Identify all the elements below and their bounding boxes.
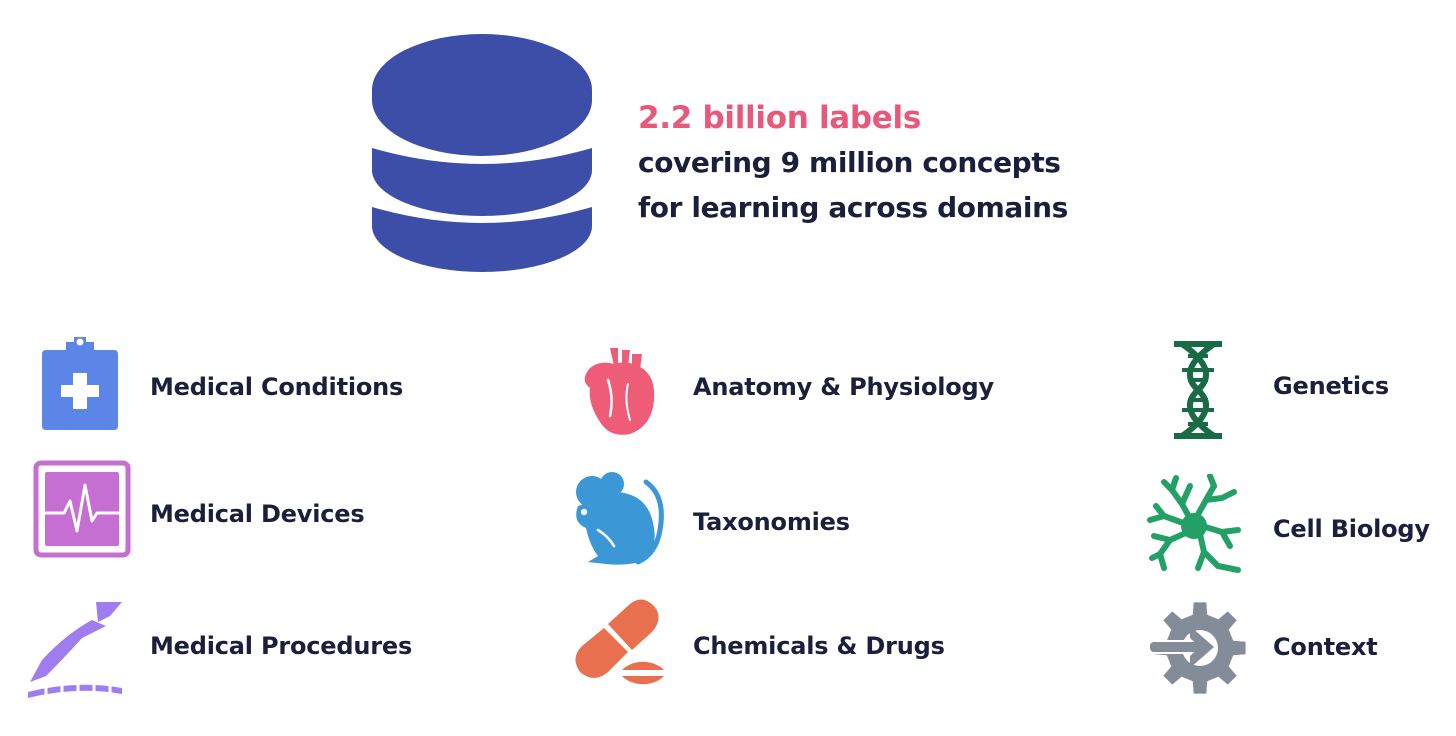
headline: 2.2 billion labels covering 9 million co… [638, 96, 1098, 230]
clipboard-medical-icon [42, 337, 118, 430]
domain-label: Chemicals & Drugs [693, 632, 945, 660]
database-icon [372, 34, 592, 272]
domain-label: Anatomy & Physiology [693, 373, 994, 401]
gear-arrow-icon [1148, 602, 1246, 694]
mouse-icon [576, 472, 664, 565]
domain-label: Medical Devices [150, 500, 365, 528]
scalpel-incision-icon [28, 602, 122, 698]
headline-accent: 2.2 billion labels [638, 100, 922, 136]
dna-icon [1174, 341, 1222, 439]
domain-label: Context [1273, 633, 1378, 661]
domain-label: Taxonomies [693, 508, 850, 536]
anatomical-heart-icon [584, 348, 655, 435]
domain-label: Genetics [1273, 372, 1389, 400]
headline-line-3: for learning across domains [638, 191, 1068, 224]
domain-label: Medical Conditions [150, 373, 404, 401]
domain-label: Medical Procedures [150, 632, 413, 660]
heart-monitor-icon [33, 460, 131, 558]
headline-line-2: covering 9 million concepts [638, 146, 1061, 179]
domain-label: Cell Biology [1273, 515, 1430, 543]
pills-icon [575, 599, 664, 685]
neuron-icon [1147, 474, 1241, 573]
